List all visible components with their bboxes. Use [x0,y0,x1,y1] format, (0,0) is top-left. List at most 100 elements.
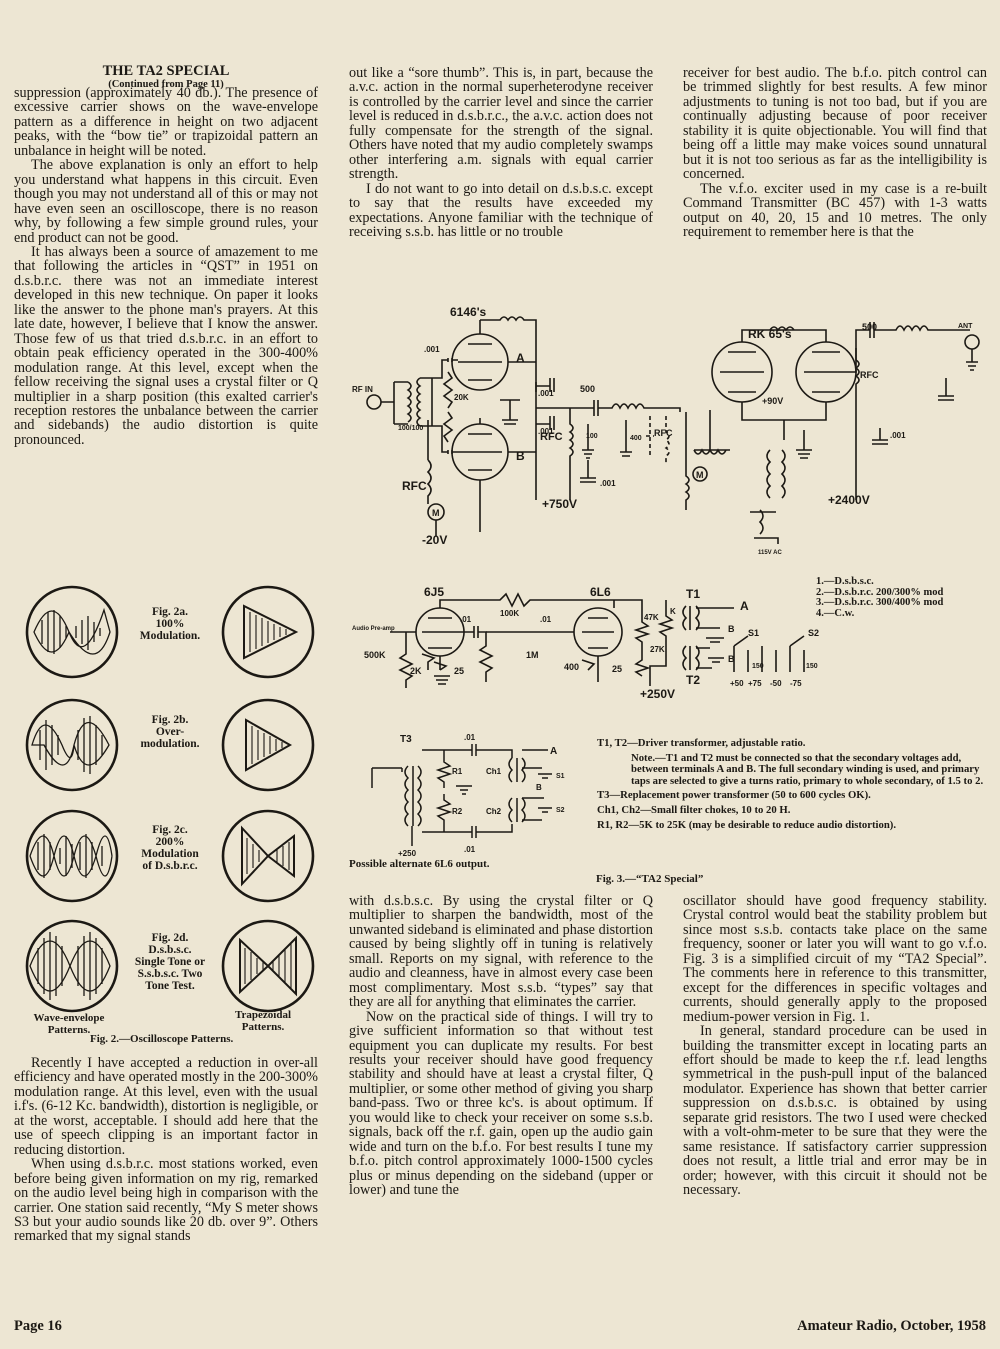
cap-label: .001 [538,389,554,398]
legend-item: 3.—D.s.b.r.c. 300/400% mod [816,597,944,608]
paragraph: out like a “sore thumb”. This is, in par… [349,65,653,183]
paragraph: When using d.s.b.r.c. most stations work… [14,1156,318,1245]
voltage-label: +2400V [828,493,870,507]
terminal-a: A [740,599,749,613]
resistor-label: 27K [650,645,665,654]
column-3-top: receiver for best audio. The b.f.o. pitc… [683,66,987,239]
fig-label-line: S.s.b.s.c. Two [137,968,203,980]
choke-label: Ch1 [486,767,502,776]
paragraph: receiver for best audio. The b.f.o. pitc… [683,65,987,183]
transformer-label: T2 [686,673,700,687]
transformer-label: T1 [686,587,700,601]
cap-label: .001 [600,479,616,488]
rf-schematic: 6146's A B RF IN .001 .001 .001 .001 .00… [352,305,980,556]
voltage-label: -75 [790,679,802,688]
rfc-label: RFC [654,428,673,438]
switch-label: S2 [808,628,819,638]
fig-label-line: of D.s.b.r.c. [142,860,198,872]
voltage-label: +75 [748,679,762,688]
fig-label-line: Fig. 2a. [151,606,189,618]
terminal-b: B [516,449,525,463]
paragraph: suppression (approximately 40 db.). The … [14,85,318,159]
cap-label: .001 [538,427,554,436]
cap-label: 100/100 [398,425,423,432]
resistor-label: 20K [454,393,469,402]
column-2-bottom: with d.s.b.s.c. By using the crystal fil… [349,894,653,1198]
switch-label: S1 [748,628,759,638]
fig-label-line: D.s.b.s.c. [148,944,192,956]
paragraph: Recently I have accepted a reduction in … [14,1055,318,1158]
note-line: T1, T2—Driver transformer, adjustable ra… [597,737,806,749]
meter-label: M [696,470,704,480]
note-line: T3—Replacement power transformer (50 to … [597,789,871,802]
column-1-top: suppression (approximately 40 db.). The … [14,86,318,447]
fig-label-line: modulation. [140,738,200,750]
label-line: Patterns. [241,1021,285,1033]
trapezoid-pattern [221,919,315,1013]
magazine-issue: Amateur Radio, October, 1958 [797,1318,986,1334]
rfc-label: RFC [402,479,427,493]
voltage-label: +90V [762,396,783,406]
tube-label: 6L6 [590,585,611,599]
resistor-label: 500K [364,650,386,660]
cap-label: 25 [454,666,464,676]
tube-label: RK 65's [748,327,792,341]
wave-envelope-pattern [25,698,119,792]
tap-label: K [670,607,676,616]
trapezoid-pattern [221,698,315,792]
terminal-a: A [550,746,557,757]
mode-legend: 1.—D.s.b.s.c. 2.—D.s.b.r.c. 200/300% mod… [816,576,944,619]
wave-envelope-pattern [25,919,119,1013]
continued-note: (Continued from Page 11) [108,79,224,90]
tube-label: 6J5 [424,585,444,599]
fig-label-line: Single Tone or [134,956,206,968]
column-3-bottom: oscillator should have good frequency st… [683,894,987,1198]
paragraph: The above explanation is only an effort … [14,157,318,246]
resistor-label: 1M [526,650,539,660]
ac-label: 115V AC [758,550,782,556]
terminal-b: B [728,624,735,634]
fig-label-line: Fig. 2c. [152,824,188,836]
paragraph: It has always been a source of amazement… [14,243,318,448]
resistor-label: 2K [410,666,422,676]
fig-2d-label: Fig. 2d. D.s.b.s.c. Single Tone or S.s.b… [118,932,222,992]
cap-label: .01 [460,615,472,624]
fig-2c-label: Fig. 2c. 200% Modulation of D.s.b.r.c. [120,824,220,872]
voltage-label: +250 [398,849,417,858]
terminal-b: B [728,654,735,664]
fig-label-line: Over- [155,726,185,738]
cap-label: .001 [890,431,906,440]
cap-label: .01 [540,615,552,624]
article-heading: THE TA2 SPECIAL (Continued from Page 11) [14,63,318,91]
voltage-label: +250V [640,687,675,700]
column-1-bottom: Recently I have accepted a reduction in … [14,1056,318,1244]
choke-label: Ch2 [486,807,502,816]
fig-2b-label: Fig. 2b. Over- modulation. [120,714,220,750]
meter-label: M [432,508,440,518]
cap-label: 25 [612,664,622,674]
cap-label: .001 [424,345,440,354]
note-line: R1, R2—5K to 25K (may be desirable to re… [597,818,897,831]
switch-label: S2 [556,807,565,814]
wave-envelope-label: Wave-envelope Patterns. [14,1012,124,1036]
note-line: Ch1, Ch2—Small filter chokes, 10 to 20 H… [597,803,791,816]
fig-3-caption: Fig. 3.—“TA2 Special” [596,873,704,885]
voltage-label: -20V [422,533,447,547]
rfc-label: RFC [540,431,563,443]
resistor-label: 47K [644,613,659,622]
paragraph: Now on the practical side of things. I w… [349,1008,653,1199]
audio-in-label: Audio Pre-amp [352,626,395,632]
audio-schematic: 6J5 6L6 Audio Pre-amp .01 .01 100K 500K … [352,585,819,700]
fig-label-line: Tone Test. [145,980,195,992]
article-title: THE TA2 SPECIAL [102,63,230,79]
cap-label: 400 [630,435,642,442]
trapezoidal-label: Trapezoidal Patterns. [208,1009,318,1033]
fig-label-line: 100% [155,618,185,630]
terminal-b: B [536,783,542,792]
label-line: Patterns. [47,1024,91,1036]
legend-item: 1.—D.s.b.s.c. [816,576,874,587]
fig-label-line: Modulation. [139,630,201,642]
antenna-label: ANT [958,323,973,330]
legend-item: 2.—D.s.b.r.c. 200/300% mod [816,586,944,598]
paragraph: with d.s.b.s.c. By using the crystal fil… [349,893,653,1011]
